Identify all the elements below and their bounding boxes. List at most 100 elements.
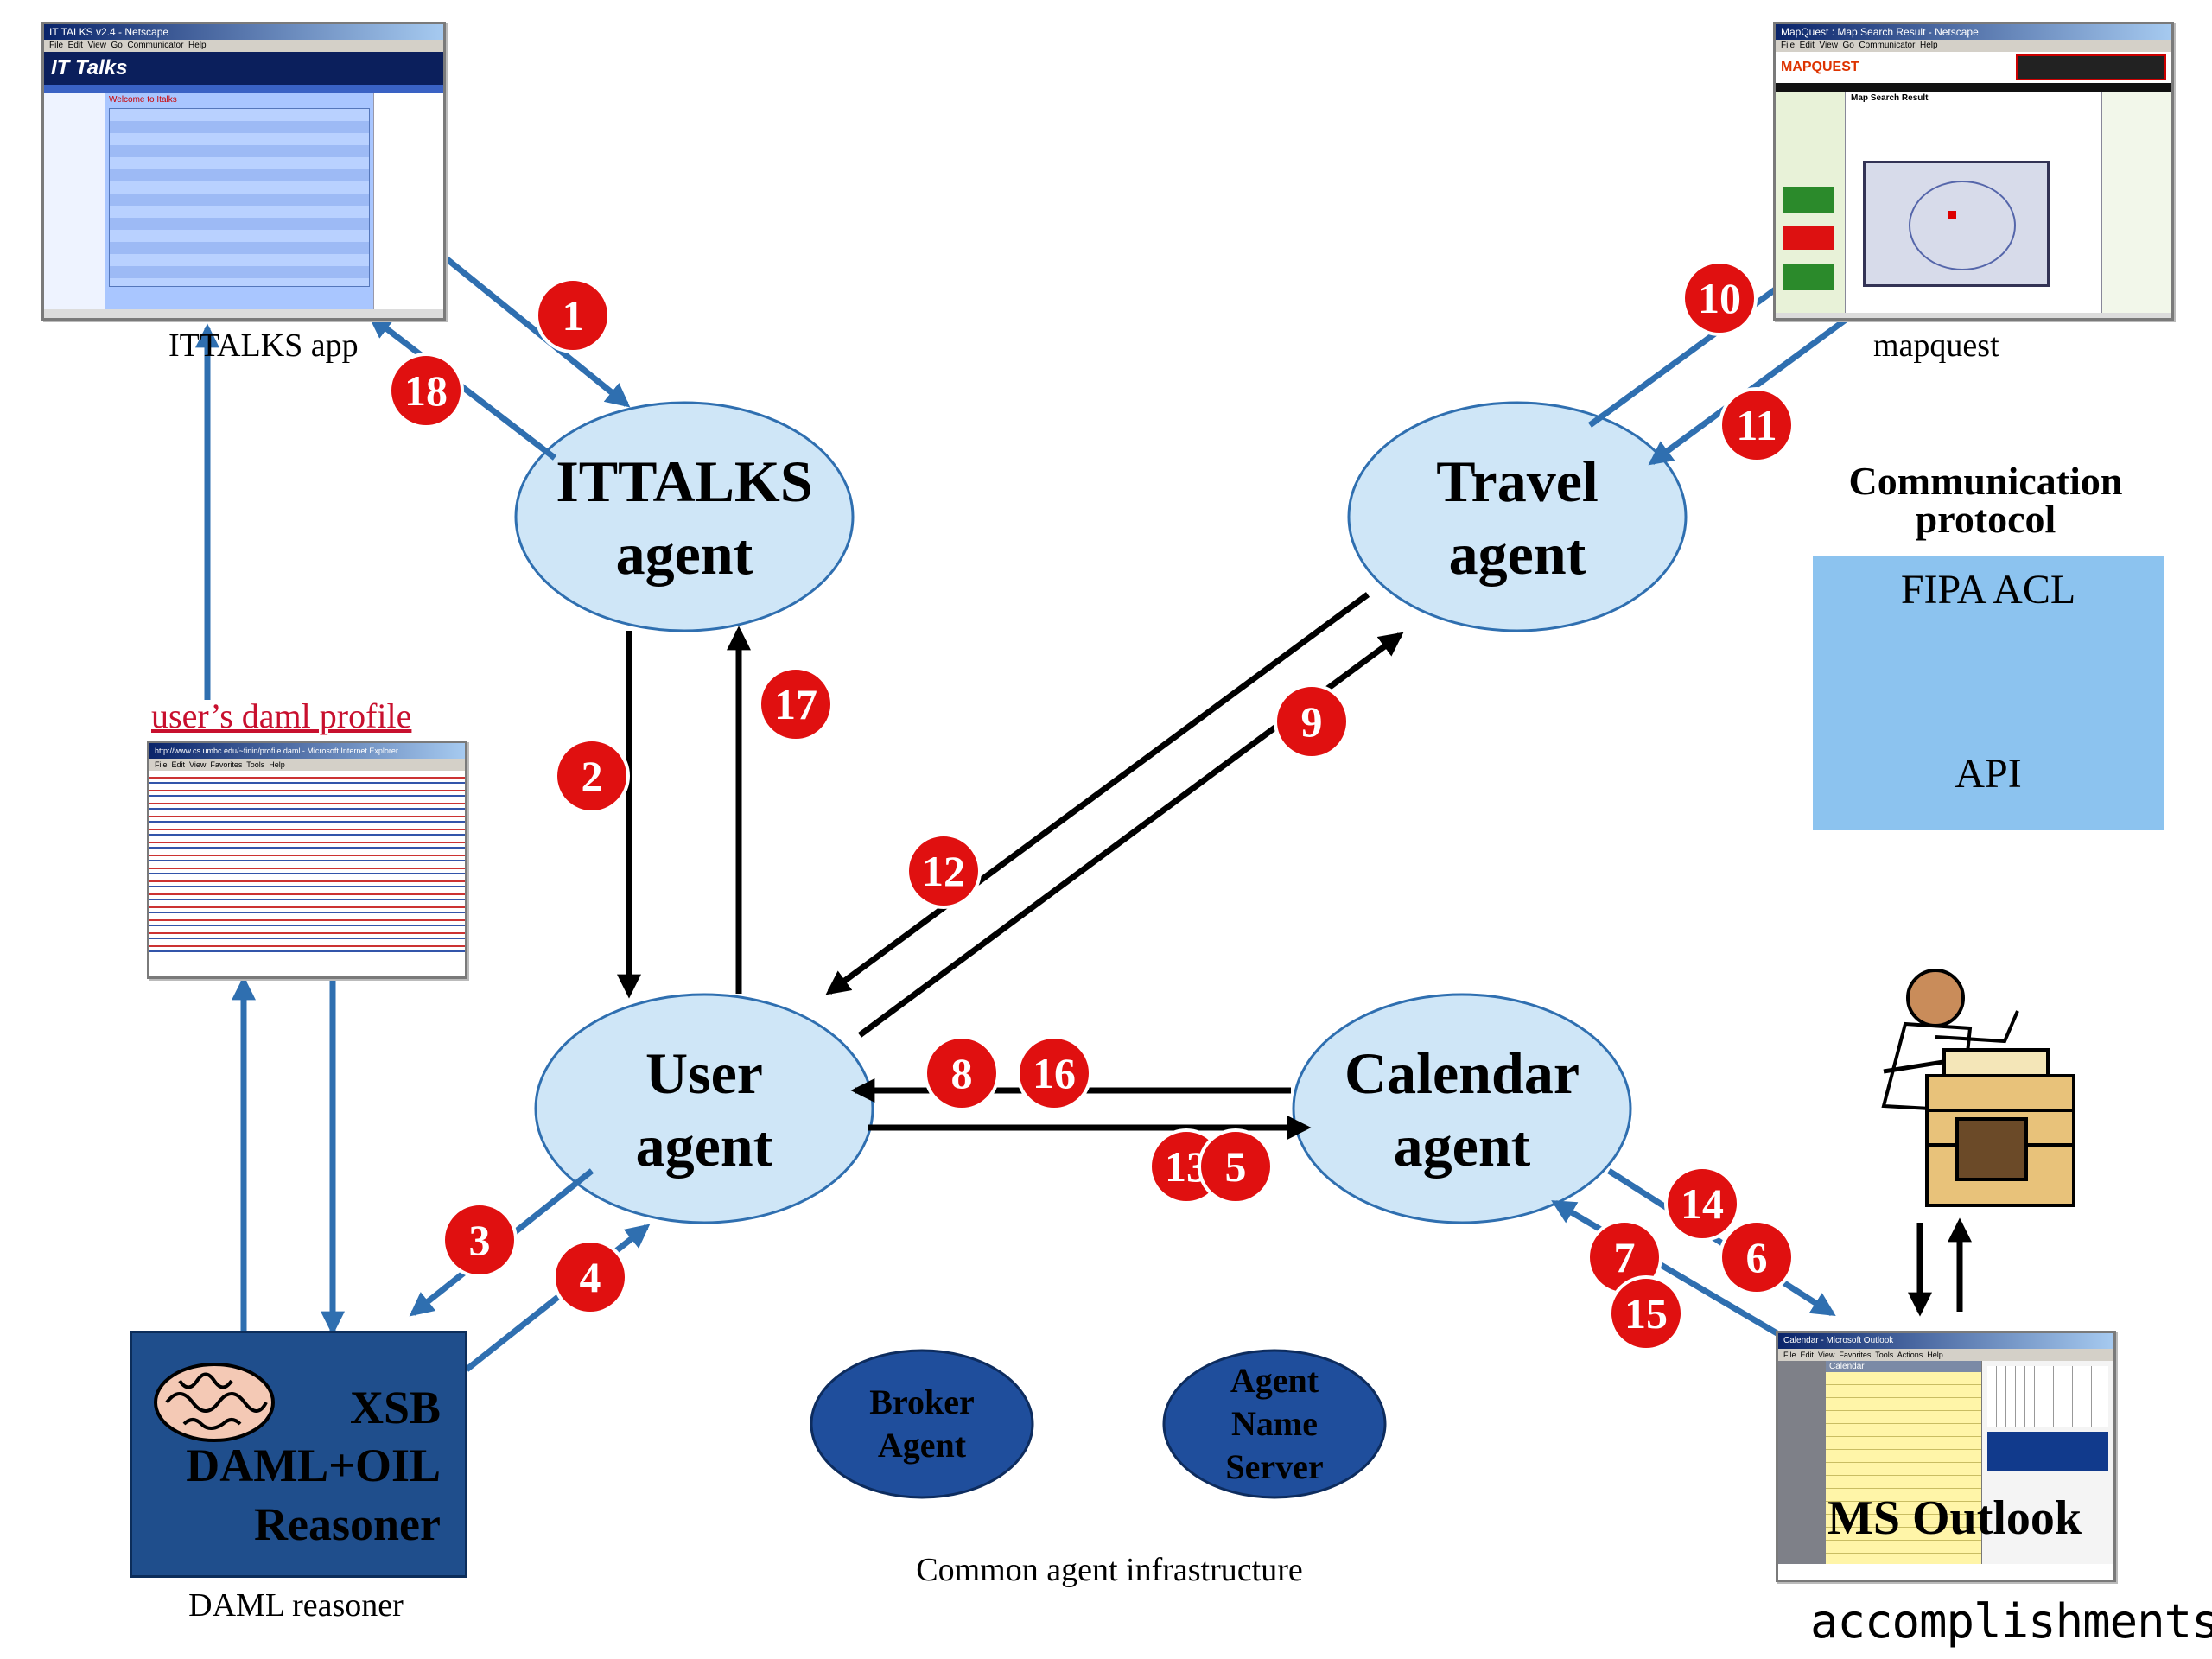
reasoner-line1: XSB xyxy=(349,1382,441,1433)
daml-profile-caption: user’s daml profile xyxy=(151,696,412,735)
mapquest-logo: MAPQUEST xyxy=(1781,60,1859,74)
mapquest-main: Map Search Result xyxy=(1846,92,2101,313)
legend-box xyxy=(1813,556,2164,830)
step-badge-2 xyxy=(554,738,630,814)
ittalks-agent-line1: ITTALKS xyxy=(556,448,813,514)
calendar-agent-label: Calendar agent xyxy=(1294,1037,1630,1182)
mapquest-window-title: MapQuest : Map Search Result - Netscape xyxy=(1776,24,2171,40)
step-badge-3 xyxy=(442,1202,518,1278)
daml-profile-xml xyxy=(149,771,465,957)
outlook-menu-bar: File Edit View Favorites Tools Actions H… xyxy=(1778,1349,2113,1361)
step-badge-9 xyxy=(1274,683,1350,760)
user-agent-line2: agent xyxy=(635,1113,773,1179)
step-badge-4 xyxy=(552,1239,628,1315)
ittalks-talk-table: Welcome to Italks xyxy=(105,93,373,309)
outlook-calendar-header: Calendar xyxy=(1826,1361,1981,1372)
ittalks-app-screenshot: IT TALKS v2.4 - Netscape File Edit View … xyxy=(41,22,446,321)
person-at-desk-illustration xyxy=(1881,969,2075,1207)
ittalks-logo: IT Talks xyxy=(51,56,128,79)
mapquest-left-column xyxy=(1776,92,1846,313)
mapquest-map xyxy=(1863,161,2050,287)
outlook-date-navigator xyxy=(1982,1361,2113,1564)
reasoner-line2: DAML+OIL xyxy=(186,1440,441,1491)
ms-outlook-label: MS Outlook xyxy=(1827,1491,2082,1545)
arrow-step-7-15 xyxy=(1551,1199,1786,1341)
ittalks-app-caption: ITTALKS app xyxy=(168,327,359,364)
ittalks-agent-node xyxy=(514,401,855,632)
step-number-5: 5 xyxy=(1225,1142,1247,1191)
ittalks-agent-line2: agent xyxy=(615,521,753,587)
ittalks-nav-strip xyxy=(44,85,443,93)
arrow-step-11 xyxy=(1648,296,1878,466)
step-number-1: 1 xyxy=(563,291,584,340)
ittalks-window-title: IT TALKS v2.4 - Netscape xyxy=(44,24,443,40)
reasoner-line3: Reasoner xyxy=(254,1498,441,1550)
travel-agent-node xyxy=(1347,401,1688,632)
ans-line2: Name xyxy=(1231,1404,1318,1443)
step-number-11: 11 xyxy=(1736,401,1777,449)
step-number-17: 17 xyxy=(774,680,817,728)
ittalks-menu-bar: File Edit View Go Communicator Help xyxy=(44,40,443,52)
mapquest-menu-bar: File Edit View Go Communicator Help xyxy=(1776,40,2171,52)
legend-title: Communication protocol xyxy=(1813,461,2158,541)
ittalks-banner: IT Talks xyxy=(44,52,443,85)
legend-api-label: API xyxy=(1955,751,2022,797)
step-number-6: 6 xyxy=(1746,1233,1768,1281)
ans-line1: Agent xyxy=(1230,1361,1319,1400)
step-badge-11 xyxy=(1719,387,1795,463)
mapquest-banner: MAPQUEST xyxy=(1776,52,2171,83)
arrow-step-12 xyxy=(825,592,1370,995)
step-number-7: 7 xyxy=(1614,1233,1636,1281)
step-badge-8 xyxy=(924,1035,1000,1111)
step-number-15: 15 xyxy=(1624,1289,1668,1338)
brain-icon xyxy=(154,1363,275,1442)
step-badge-5 xyxy=(1198,1128,1274,1205)
broker-line1: Broker xyxy=(869,1382,975,1421)
calendar-agent-line1: Calendar xyxy=(1344,1040,1580,1106)
step-badge-10 xyxy=(1681,260,1758,336)
user-agent-label: User agent xyxy=(536,1037,873,1182)
step-number-2: 2 xyxy=(582,752,603,800)
broker-line2: Agent xyxy=(877,1426,967,1465)
step-badge-16 xyxy=(1016,1035,1092,1111)
ittalks-agent-label: ITTALKS agent xyxy=(516,445,853,590)
step-number-12: 12 xyxy=(922,847,965,895)
step-badge-18 xyxy=(388,353,464,429)
mapquest-nav-strip xyxy=(1776,83,2171,92)
calendar-agent-line2: agent xyxy=(1393,1113,1531,1179)
daml-reasoner-caption: DAML reasoner xyxy=(188,1587,404,1624)
step-badge-17 xyxy=(758,666,834,742)
step-number-9: 9 xyxy=(1301,697,1323,746)
user-agent-line1: User xyxy=(645,1040,763,1106)
accomplishments-label: accomplishments xyxy=(1810,1594,2212,1649)
calendar-agent-node xyxy=(1292,993,1632,1224)
mapquest-right-column xyxy=(2101,92,2171,313)
daml-profile-window-title: http://www.cs.umbc.edu/~finin/profile.da… xyxy=(149,743,465,759)
daml-profile-menu-bar: File Edit View Favorites Tools Help xyxy=(149,759,465,771)
legend-title-line2: protocol xyxy=(1915,497,2056,541)
mapquest-ad xyxy=(2016,54,2166,80)
ittalks-left-column xyxy=(44,93,105,309)
infrastructure-caption: Common agent infrastructure xyxy=(916,1552,1303,1588)
daml-reasoner-box: XSB DAML+OIL Reasoner xyxy=(130,1331,467,1578)
broker-agent-label: Broker Agent xyxy=(811,1381,1033,1467)
broker-agent-node xyxy=(810,1349,1034,1499)
step-number-3: 3 xyxy=(469,1216,491,1264)
travel-agent-label: Travel agent xyxy=(1349,445,1686,590)
step-number-10: 10 xyxy=(1698,274,1741,322)
step-number-4: 4 xyxy=(580,1253,601,1301)
agent-name-server-label: Agent Name Server xyxy=(1164,1359,1385,1489)
arrow-step-1 xyxy=(442,255,631,408)
ans-line3: Server xyxy=(1225,1447,1324,1486)
ittalks-welcome-heading: Welcome to Italks xyxy=(109,95,177,105)
step-badge-1 xyxy=(535,277,611,353)
step-number-14: 14 xyxy=(1681,1179,1724,1228)
travel-agent-line1: Travel xyxy=(1436,448,1599,514)
step-number-8: 8 xyxy=(951,1049,973,1097)
mapquest-result-heading: Map Search Result xyxy=(1851,93,1929,103)
step-badge-6 xyxy=(1719,1219,1795,1295)
step-number-16: 16 xyxy=(1033,1049,1076,1097)
step-badge-12 xyxy=(906,833,982,909)
